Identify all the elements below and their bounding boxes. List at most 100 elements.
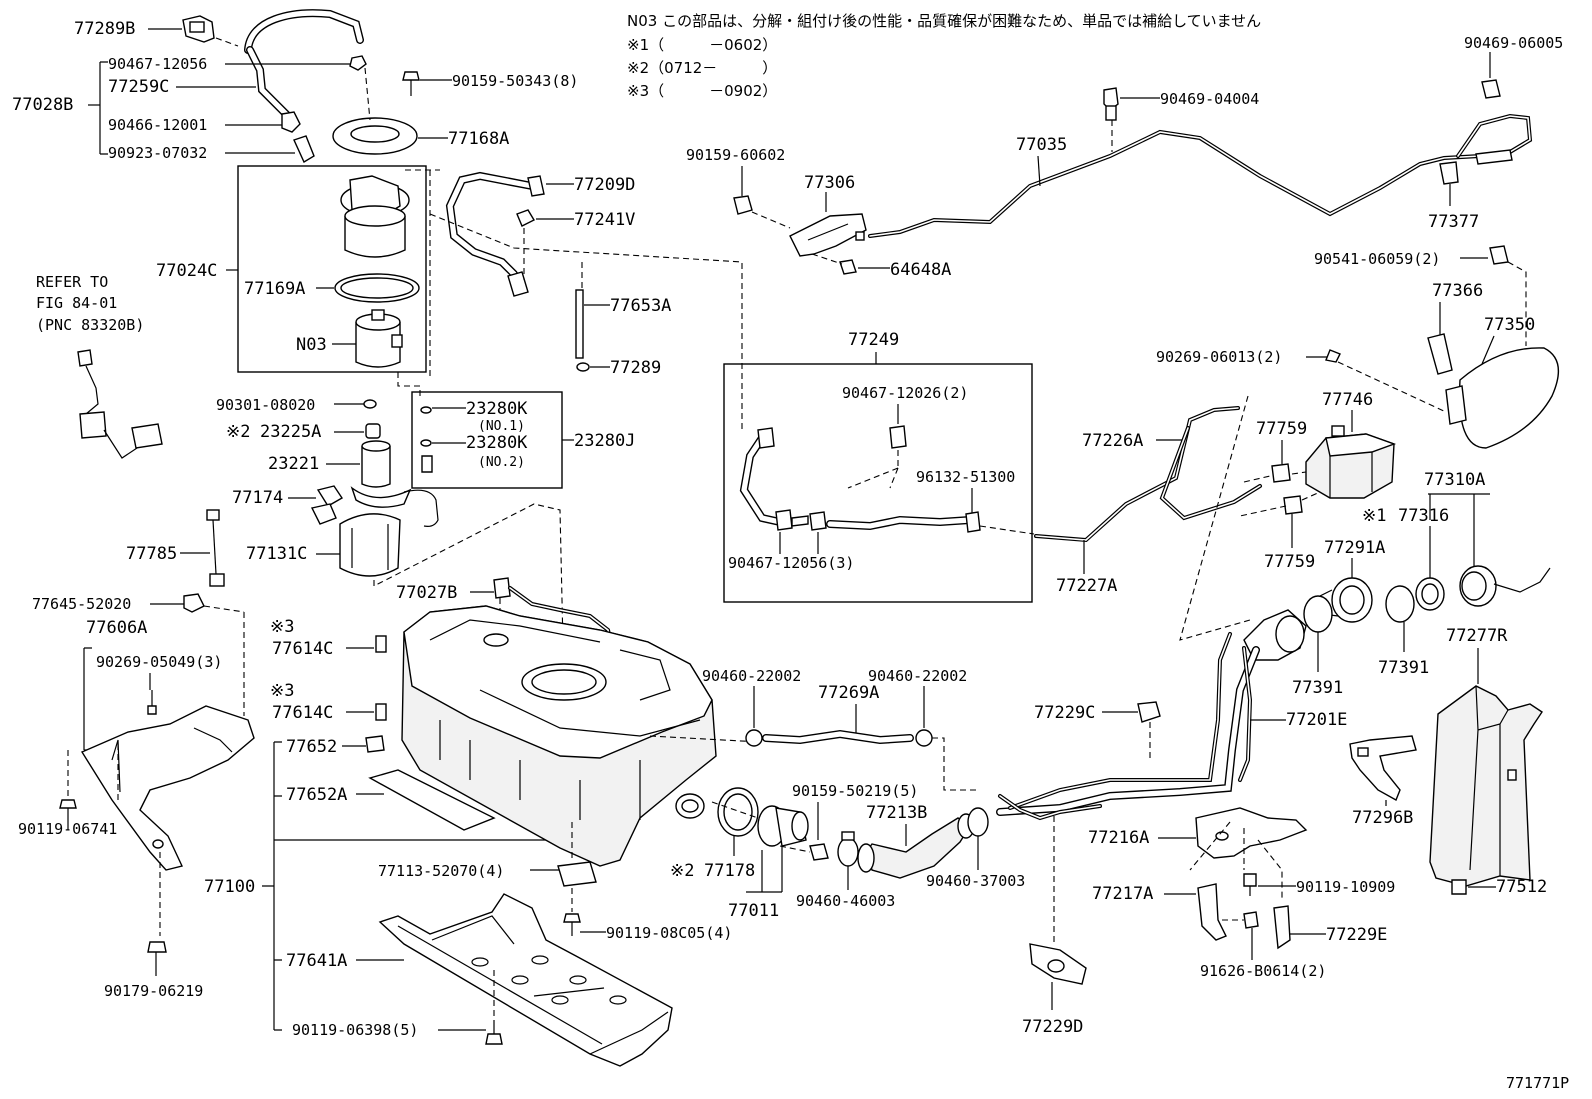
bracket-77216A-shape	[1195, 807, 1308, 859]
label-77216A: 77216A	[1088, 828, 1149, 848]
label-77512: 77512	[1496, 877, 1547, 897]
label-23221: 23221	[268, 454, 319, 474]
label-77759-a: 77759	[1256, 419, 1307, 439]
clip-77512-shape	[1451, 879, 1467, 895]
note-k3: ※3（ －0902）	[627, 82, 777, 100]
bolt-90119-10909-shape	[1243, 873, 1257, 896]
rod-77653A-shape	[575, 289, 584, 359]
clamp-77229D-shape	[1029, 943, 1087, 985]
clip-90467-12026-shape	[889, 425, 907, 449]
label-77289: 77289	[610, 358, 661, 378]
canister-77746-shape	[1305, 425, 1397, 499]
label-77296B: 77296B	[1352, 808, 1413, 828]
ring-77168A-shape	[332, 117, 418, 155]
part-23225A-shape	[365, 423, 381, 439]
harness-connector-shape	[77, 349, 163, 459]
label-77174: 77174	[232, 488, 283, 508]
label-90159-50343: 90159-50343(8)	[452, 72, 578, 90]
label-90923-07032: 90923-07032	[108, 144, 207, 162]
fuel-tank-77100-shape	[401, 605, 717, 867]
label-77229C: 77229C	[1034, 703, 1095, 723]
label-77269A: 77269A	[818, 683, 879, 703]
box-77249	[723, 363, 1033, 603]
label-90460-46003: 90460-46003	[796, 892, 895, 910]
screw-90269-06013-shape	[1325, 349, 1341, 363]
label-77028B: 77028B	[12, 95, 73, 115]
label-77226A: 77226A	[1082, 431, 1143, 451]
label-77614C-a: 77614C	[272, 639, 333, 659]
label-90469-06005: 90469-06005	[1464, 34, 1563, 52]
label-no1: (NO.1)	[478, 419, 525, 434]
stopper-90541-shape	[1489, 245, 1509, 265]
pad-77614C-a-shape	[375, 635, 387, 653]
label-90179-06219: 90179-06219	[104, 982, 203, 1000]
clip-77645-shape	[183, 593, 205, 613]
label-77213B: 77213B	[866, 803, 927, 823]
label-77168A: 77168A	[448, 129, 509, 149]
label-23280K-1: 23280K	[466, 399, 528, 419]
protector-77277R-shape	[1429, 685, 1543, 887]
fitting-90923-shape	[293, 135, 315, 164]
bolt-90269-05049-shape	[147, 690, 157, 715]
filler-pipe-77201E-shape	[996, 609, 1307, 821]
label-90159-60602: 90159-60602	[686, 146, 785, 164]
label-77024C: 77024C	[156, 261, 217, 281]
label-77785: 77785	[126, 544, 177, 564]
ring-77289-shape	[576, 362, 590, 372]
label-77169A: 77169A	[244, 279, 305, 299]
label-77249: 77249	[848, 330, 899, 350]
figure-id: 771771P	[1506, 1074, 1569, 1092]
filter-23280K-shape	[421, 455, 433, 473]
label-90541-06059: 90541-06059(2)	[1314, 250, 1440, 268]
lever-77377-shape	[1439, 161, 1459, 185]
bracket-77217A-shape	[1197, 883, 1227, 941]
label-90269-05049: 90269-05049(3)	[96, 653, 222, 671]
harness-77785-shape	[206, 509, 225, 587]
label-77652: 77652	[286, 737, 337, 757]
label-91626-B0614: 91626-B0614(2)	[1200, 962, 1326, 980]
label-90469-04004: 90469-04004	[1160, 90, 1259, 108]
gasket-77178-shape	[717, 787, 759, 837]
clamp-77229E-shape	[1273, 905, 1291, 950]
label-90119-08C05: 90119-08C05(4)	[606, 924, 732, 942]
label-77209D: 77209D	[574, 175, 635, 195]
note-k2: ※2（0712－ ）	[627, 59, 777, 77]
cap-77310A-shape	[1459, 565, 1551, 607]
label-k2-mark-b: ※2	[670, 861, 694, 881]
label-77377: 77377	[1428, 212, 1479, 232]
bolt-90119-06741-shape	[59, 799, 77, 822]
pad-77652-shape	[365, 735, 385, 753]
label-90466-12001: 90466-12001	[108, 116, 207, 134]
label-77035: 77035	[1016, 135, 1067, 155]
label-77227A: 77227A	[1056, 576, 1117, 596]
note-k1: ※1（ －0602）	[627, 36, 777, 54]
label-90301-08020: 90301-08020	[216, 396, 315, 414]
label-77350: 77350	[1484, 315, 1535, 335]
label-90119-06398: 90119-06398(5)	[292, 1021, 418, 1039]
clip-77241V-shape	[516, 209, 535, 227]
hose-77209D-shape	[445, 171, 545, 297]
label-77652A: 77652A	[286, 785, 347, 805]
pump-23221-shape	[350, 440, 439, 527]
pipe-77226A-shape	[1034, 406, 1262, 543]
neck-77291A-shape	[1319, 577, 1373, 623]
label-77310A: 77310A	[1424, 470, 1485, 490]
label-k1-mark: ※1	[1362, 506, 1386, 526]
bolt-90159-50219-shape	[809, 843, 829, 861]
label-23280J: 23280J	[574, 431, 635, 451]
washer-90301-shape	[363, 399, 377, 409]
label-77201E: 77201E	[1286, 710, 1347, 730]
pump-n03-shape	[355, 309, 403, 368]
label-77027B: 77027B	[396, 583, 457, 603]
label-77366: 77366	[1432, 281, 1483, 301]
refer-line1: REFER TO	[36, 273, 108, 291]
label-k2-mark: ※2	[226, 422, 250, 442]
inlet-77011-shape	[757, 805, 809, 847]
bolt-90159-50343-shape	[402, 71, 420, 96]
pad-77614C-b-shape	[375, 703, 387, 721]
label-no2: (NO.2)	[478, 455, 525, 470]
clamp-90460-37003-shape	[967, 807, 989, 837]
label-96132-51300: 96132-51300	[916, 468, 1015, 486]
label-23280K-2: 23280K	[466, 433, 528, 453]
